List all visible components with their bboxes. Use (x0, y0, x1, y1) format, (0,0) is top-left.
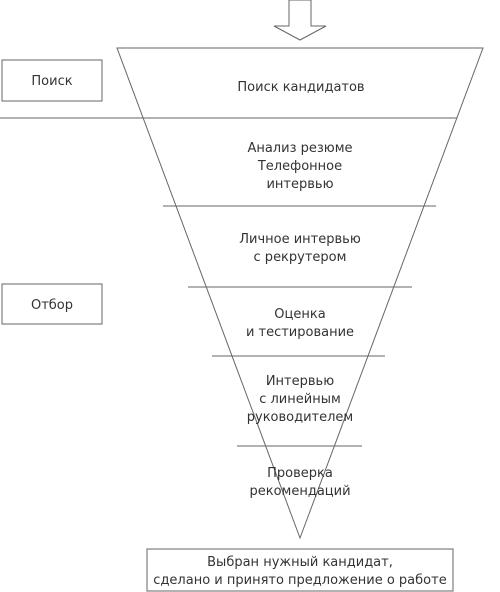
funnel-dividers (142, 117, 457, 447)
stage-6-line-1: Проверка (267, 466, 333, 481)
stage-4-line-2: и тестирование (246, 325, 354, 340)
stage-2-line-2: Телефонное (257, 159, 342, 174)
section-label-search: Поиск (31, 74, 72, 89)
stage-5-line-2: с линейным (259, 392, 341, 407)
funnel-stages: Поиск кандидатов Анализ резюме Телефонно… (237, 80, 364, 499)
result-line-1: Выбран нужный кандидат, (207, 555, 393, 570)
stage-2-line-1: Анализ резюме (247, 141, 352, 156)
stage-2-line-3: интервью (266, 177, 333, 192)
stage-5-line-3: руководителем (247, 410, 354, 425)
funnel-outline (116, 47, 484, 540)
stage-4-line-1: Оценка (274, 307, 325, 322)
stage-1-line-1: Поиск кандидатов (237, 80, 364, 95)
result-line-2: сделано и принято предложение о работе (153, 573, 446, 588)
stage-3-line-2: с рекрутером (254, 250, 347, 265)
stage-6-line-2: рекомендаций (249, 484, 350, 499)
down-arrow-icon (273, 0, 327, 41)
section-label-selection: Отбор (31, 298, 73, 313)
section-box-selection: Отбор (1, 283, 103, 325)
result-box: Выбран нужный кандидат, сделано и принят… (146, 548, 454, 592)
section-box-search: Поиск (1, 59, 103, 102)
stage-5-line-1: Интервью (266, 374, 334, 389)
stage-3-line-1: Личное интервью (239, 232, 361, 247)
